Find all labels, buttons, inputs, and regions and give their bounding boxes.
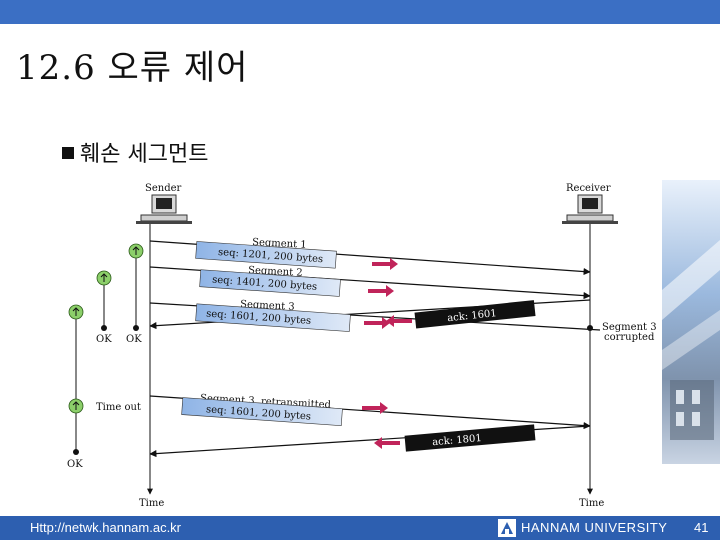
- ok-label-1: OK: [126, 334, 142, 345]
- red-arrow-6: [374, 437, 400, 449]
- ok-dot-2: [101, 325, 107, 331]
- top-accent-bar: [0, 0, 720, 24]
- segment1-box: [195, 241, 337, 269]
- footer-bar: Http://netwk.hannam.ac.kr HANNAM UNIVERS…: [0, 516, 720, 540]
- retransmit-box: [181, 397, 343, 427]
- receiver-label: Receiver: [566, 183, 611, 194]
- ack1-box: [414, 300, 536, 329]
- decorative-photo-strip: [662, 180, 720, 464]
- timeout-label: Time out: [96, 402, 141, 413]
- bullet-item: 훼손 세그먼트: [62, 136, 208, 168]
- ack1-text: ack: 1601: [447, 308, 498, 324]
- receiver-computer-icon: [562, 194, 618, 224]
- ok-dot-1: [133, 325, 139, 331]
- slide-title: 12.6 오류 제어: [16, 48, 249, 88]
- error-control-diagram: Sender Receiver Segment 1 seq: 1201, 200…: [67, 183, 657, 509]
- sender-label: Sender: [145, 183, 182, 194]
- bullet-square-icon: [62, 147, 74, 159]
- ok-dot-3: [73, 449, 79, 455]
- corrupted-label-line1: Segment 3: [602, 322, 657, 333]
- corrupted-label-line2: corrupted: [604, 332, 655, 343]
- red-arrow-4: [386, 315, 412, 327]
- red-arrow-1: [372, 258, 398, 270]
- footer-url[interactable]: Http://netwk.hannam.ac.kr: [30, 520, 182, 535]
- university-logo-icon: [498, 519, 516, 537]
- ok-label-2: OK: [96, 334, 112, 345]
- ack2-text: ack: 1801: [432, 433, 482, 448]
- red-arrow-3: [364, 317, 390, 329]
- corrupted-point: [587, 325, 593, 331]
- footer-university: HANNAM UNIVERSITY: [521, 520, 668, 535]
- ok-label-3: OK: [67, 459, 83, 470]
- segment2-box: [199, 269, 341, 297]
- time-label-receiver: Time: [579, 498, 604, 509]
- time-label-sender: Time: [139, 498, 164, 509]
- red-arrow-2: [368, 285, 394, 297]
- ack2-box: [404, 424, 536, 452]
- sender-computer-icon: [136, 194, 192, 224]
- red-arrow-5: [362, 402, 388, 414]
- bullet-text: 훼손 세그먼트: [80, 142, 209, 167]
- page-number: 41: [694, 520, 709, 535]
- segment3-box: [195, 303, 351, 332]
